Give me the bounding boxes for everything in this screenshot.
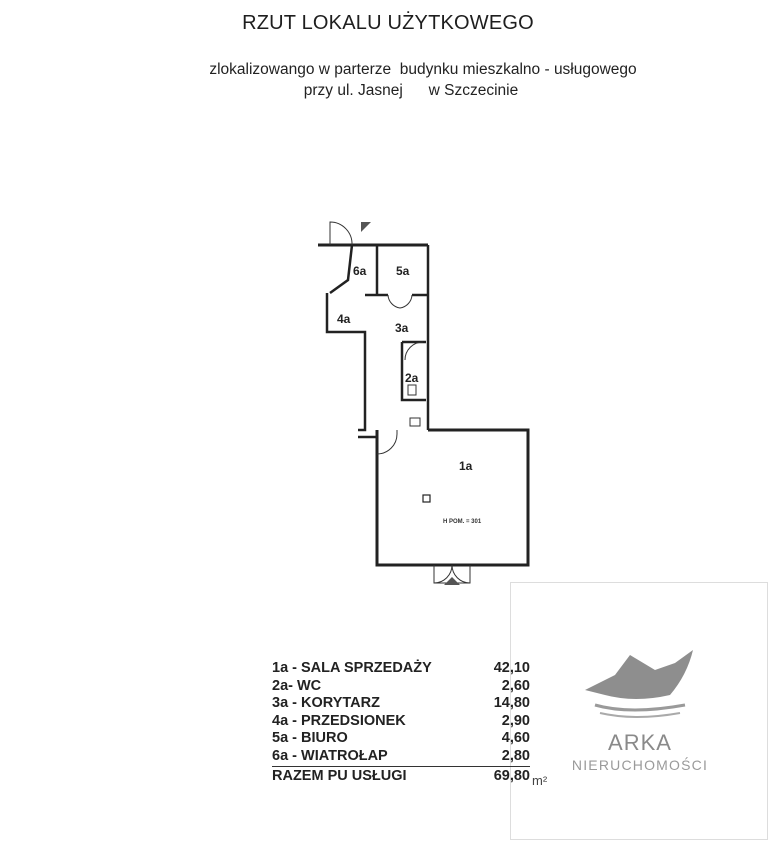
total-label: RAZEM PU USŁUGI (272, 767, 407, 784)
total-row: RAZEM PU USŁUGI 69,80 (272, 768, 530, 786)
room-name: 6a - WIATROŁAP (272, 747, 388, 764)
room-area: 4,60 (501, 730, 530, 747)
entrance-arrow-icon (444, 577, 460, 585)
room-label-6a: 6a (353, 264, 367, 278)
area-unit: m² (532, 773, 548, 788)
table-row: 5a - BIURO 4,60 (272, 730, 530, 748)
room-area-table: 1a - SALA SPRZEDAŻY 42,10 2a- WC 2,60 3a -… (272, 660, 530, 785)
total-area: 69,80 (493, 767, 530, 784)
table-row: 2a- WC 2,60 (272, 678, 530, 696)
watermark-tagline: NIERUCHOMOŚCI (571, 757, 709, 773)
entrance-arrow-icon (361, 222, 371, 232)
table-row: 4a - PRZEDSIONEK 2,90 (272, 713, 530, 731)
document-title: RZUT LOKALU UŻYTKOWEGO (242, 12, 534, 34)
room-area: 14,80 (493, 695, 530, 712)
watermark-brand: ARKA (608, 730, 672, 755)
room-name: 3a - KORYTARZ (272, 695, 380, 712)
room-area: 2,60 (501, 677, 530, 694)
room-name: 5a - BIURO (272, 730, 348, 747)
room-label-5a: 5a (396, 264, 410, 278)
table-row: 6a - WIATROŁAP 2,80 (272, 748, 530, 767)
room-name: 4a - PRZEDSIONEK (272, 712, 406, 729)
room-area: 2,80 (501, 747, 530, 764)
table-row: 1a - SALA SPRZEDAŻY 42,10 (272, 660, 530, 678)
table-row: 3a - KORYTARZ 14,80 (272, 695, 530, 713)
height-note: H POM. = 301 (443, 519, 482, 525)
document-subtitle-line2: przy ul. Jasnej w Szczecinie (303, 82, 519, 99)
room-label-2a: 2a (405, 371, 419, 385)
room-label-4a: 4a (337, 312, 351, 326)
room-label-1a: 1a (459, 459, 473, 473)
doors (329, 221, 471, 584)
ship-logo-icon (585, 650, 693, 718)
room-area: 42,10 (493, 660, 530, 676)
room-name: 1a - SALA SPRZEDAŻY (272, 660, 432, 676)
walls (318, 243, 530, 567)
room-name: 2a- WC (272, 677, 322, 694)
floor-plan: 1a 2a 3a 4a 5a 6a H POM. = 301 (318, 221, 530, 585)
room-label-3a: 3a (395, 321, 409, 335)
document-subtitle-line1: zlokalizowango w parterze budynku mieszk… (209, 61, 637, 78)
room-area: 2,90 (501, 712, 530, 729)
column-square (422, 494, 431, 503)
